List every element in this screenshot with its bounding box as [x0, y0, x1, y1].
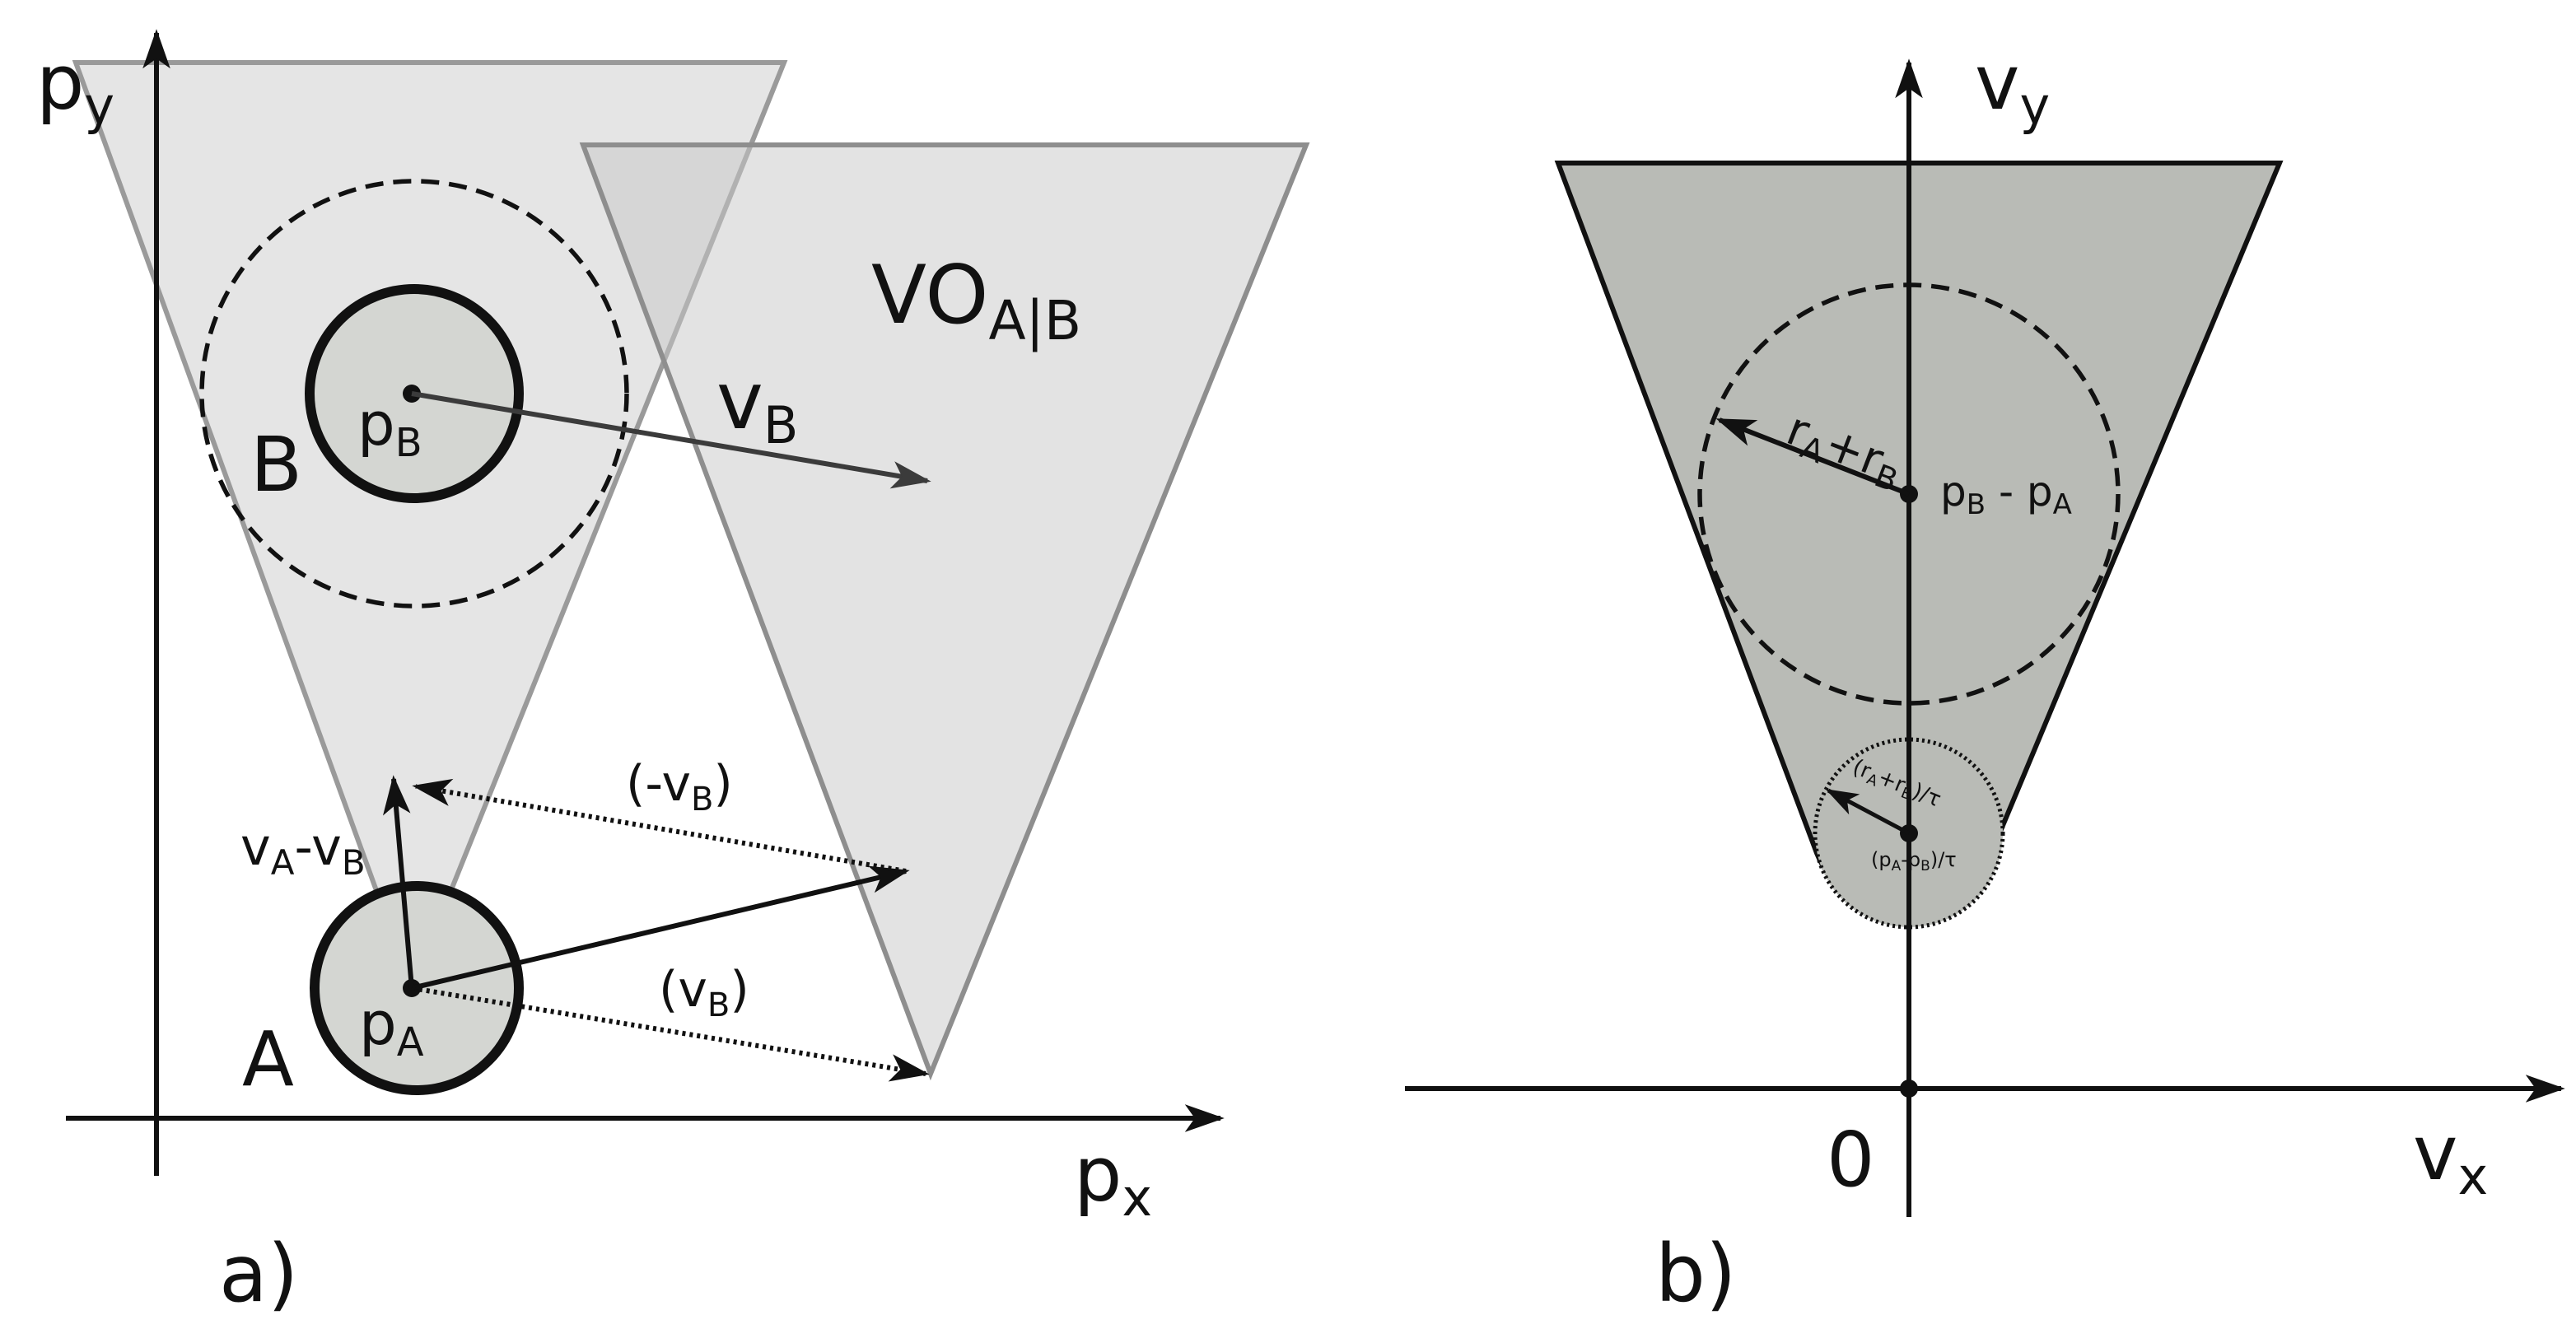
vy-axis-label: vy: [1975, 39, 2050, 136]
origin-label: 0: [1827, 1116, 1875, 1204]
py-axis-label: py: [36, 39, 114, 136]
velocity-b-arrow: [411, 391, 931, 489]
panel-b-caption: b): [1655, 1228, 1736, 1320]
small-radius-arrow: [1825, 788, 1911, 836]
collision-cone: [72, 60, 788, 996]
px-axis-label: px: [1074, 1131, 1152, 1228]
panel-a: py px VOA|B B A pB pA vB vA-vB (-vB) (vB…: [36, 29, 1310, 1320]
velocity-a-arrow: [411, 865, 910, 991]
neg-vb-dotted-arrow: [412, 778, 907, 874]
panel-b: vy vx 0 rA+rB pB - pA (rA+rB)/τ (pA-pB)/…: [1405, 39, 2565, 1320]
radius-arrow: [1715, 417, 1911, 497]
position-b-label: pB: [357, 389, 422, 466]
origin-dot: [1900, 1080, 1918, 1098]
vx-axis-label: vx: [2413, 1109, 2488, 1206]
velocity-b-label: vB: [716, 355, 798, 455]
small-center-label: (pA-pB)/τ: [1871, 848, 1957, 874]
vo-label: VOA|B: [871, 249, 1081, 352]
velocity-obstacle-cone: [579, 142, 1310, 1081]
relative-velocity-arrow: [382, 775, 414, 989]
neg-vb-label: (-vB): [626, 755, 733, 818]
vb-dotted-arrow: [411, 986, 930, 1082]
position-a-label: pA: [359, 989, 424, 1066]
panel-a-caption: a): [219, 1228, 298, 1320]
center-label: pB - pA: [1940, 468, 2072, 521]
relative-velocity-label: vA-vB: [240, 817, 366, 883]
expanded-circle-b: [199, 179, 629, 609]
agent-b-label: B: [250, 421, 302, 509]
agent-a-label: A: [242, 1015, 294, 1103]
vb-label: (vB): [659, 961, 749, 1024]
